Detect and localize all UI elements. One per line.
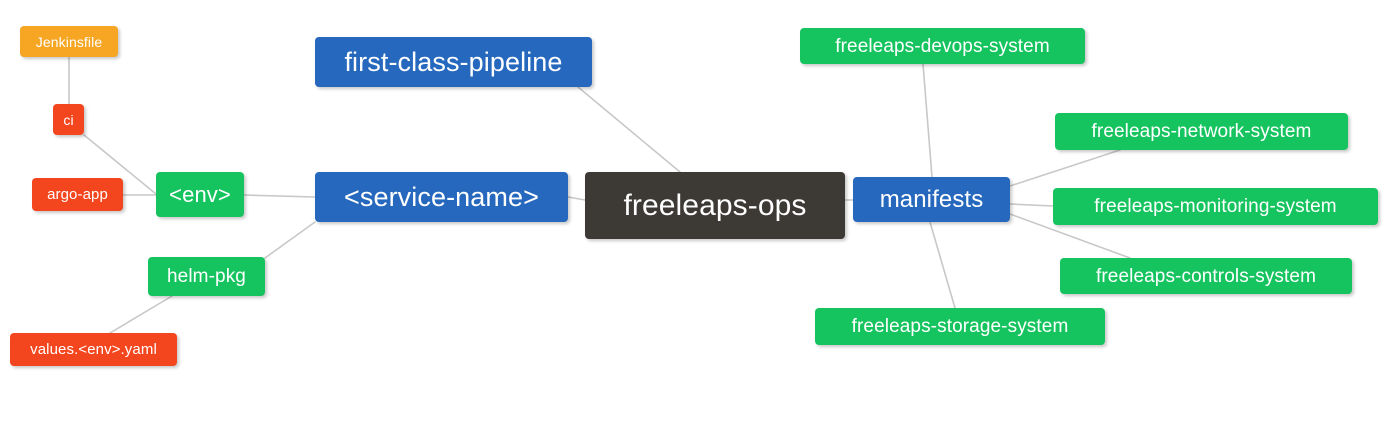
node-freeleaps-ops[interactable]: freeleaps-ops — [585, 172, 845, 239]
edge-manifests-to-freeleaps-monitoring-system — [1009, 203, 1054, 207]
node-label-values-env-yaml: values.<env>.yaml — [30, 341, 157, 358]
node-manifests[interactable]: manifests — [853, 177, 1010, 222]
node-freeleaps-controls-system[interactable]: freeleaps-controls-system — [1060, 258, 1352, 294]
node-label-freeleaps-ops: freeleaps-ops — [623, 188, 807, 222]
node-label-freeleaps-monitoring-system: freeleaps-monitoring-system — [1094, 196, 1337, 217]
node-label-helm-pkg: helm-pkg — [167, 266, 246, 287]
node-freeleaps-devops-system[interactable]: freeleaps-devops-system — [800, 28, 1085, 64]
edge-service-name-to-helm-pkg — [264, 221, 316, 259]
node-label-manifests: manifests — [879, 185, 984, 213]
node-label-freeleaps-devops-system: freeleaps-devops-system — [835, 35, 1050, 57]
node-helm-pkg[interactable]: helm-pkg — [148, 257, 265, 296]
edge-manifests-to-freeleaps-devops-system — [922, 63, 933, 178]
node-values-env-yaml[interactable]: values.<env>.yaml — [10, 333, 177, 366]
node-label-env: <env> — [169, 181, 231, 207]
node-label-freeleaps-network-system: freeleaps-network-system — [1091, 121, 1312, 142]
node-freeleaps-storage-system[interactable]: freeleaps-storage-system — [815, 308, 1105, 345]
node-first-class-pipeline[interactable]: first-class-pipeline — [315, 37, 592, 87]
edge-manifests-to-freeleaps-network-system — [1009, 149, 1121, 187]
node-service-name[interactable]: <service-name> — [315, 172, 568, 222]
node-label-freeleaps-storage-system: freeleaps-storage-system — [851, 316, 1069, 337]
node-label-jenkinsfile: Jenkinsfile — [35, 33, 103, 50]
edge-first-class-pipeline-to-freeleaps-ops — [577, 86, 681, 173]
node-freeleaps-network-system[interactable]: freeleaps-network-system — [1055, 113, 1348, 150]
edge-helm-pkg-to-values-env-yaml — [109, 295, 173, 334]
node-freeleaps-monitoring-system[interactable]: freeleaps-monitoring-system — [1053, 188, 1378, 225]
node-label-first-class-pipeline: first-class-pipeline — [344, 46, 563, 77]
node-ci[interactable]: ci — [53, 104, 84, 135]
node-label-freeleaps-controls-system: freeleaps-controls-system — [1095, 265, 1317, 287]
node-label-argo-app: argo-app — [47, 186, 108, 203]
node-label-service-name: <service-name> — [344, 181, 539, 212]
edge-service-name-to-freeleaps-ops — [567, 196, 586, 201]
edge-env-to-service-name — [243, 194, 316, 198]
node-label-ci: ci — [63, 111, 74, 128]
node-argo-app[interactable]: argo-app — [32, 178, 123, 211]
node-jenkinsfile[interactable]: Jenkinsfile — [20, 26, 118, 57]
edge-manifests-to-freeleaps-storage-system — [929, 221, 956, 309]
node-env[interactable]: <env> — [156, 172, 244, 217]
